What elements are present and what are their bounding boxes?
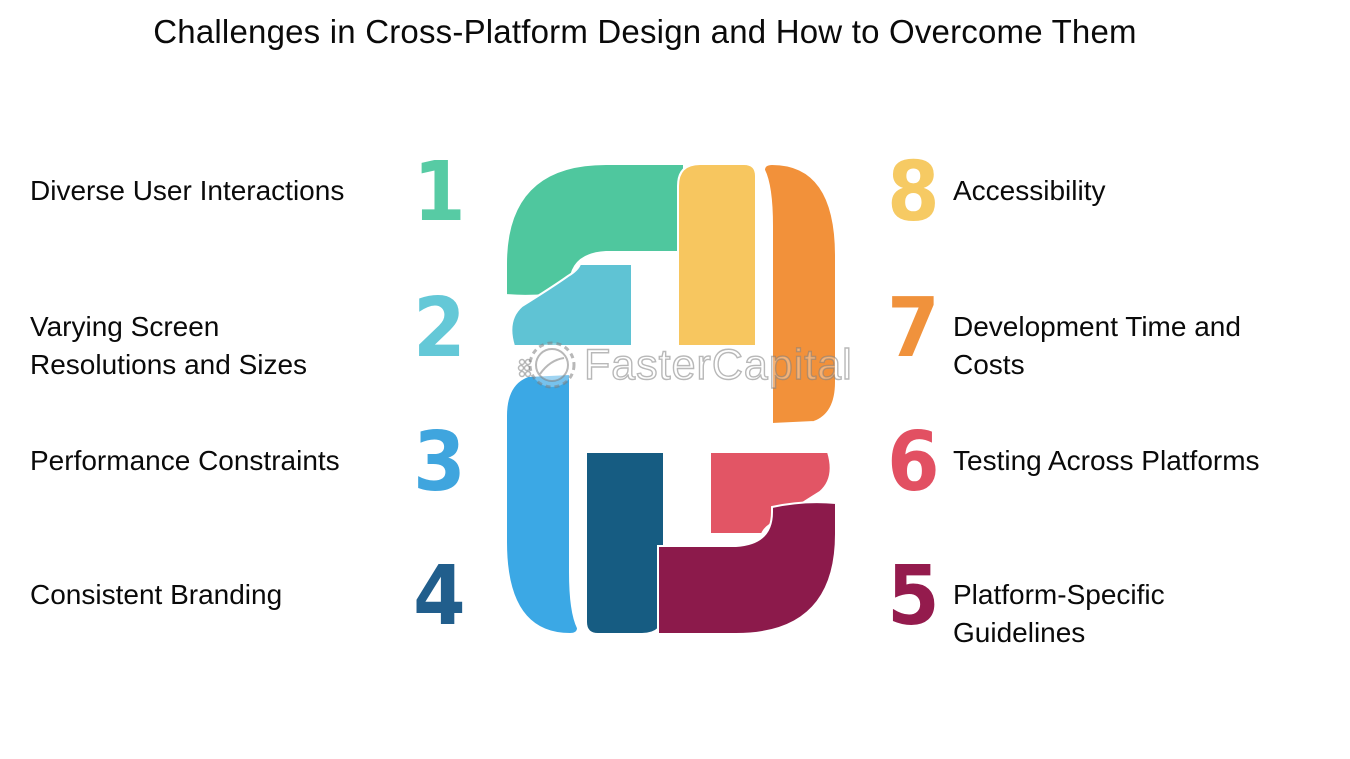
item-number: 1	[413, 145, 466, 240]
challenge-item-3: Performance Constraints 3	[30, 422, 468, 504]
item-number: 5	[887, 549, 940, 644]
item-label: Consistent Branding	[30, 579, 283, 610]
logo-piece-maroon	[657, 501, 836, 634]
logo-piece-sky	[506, 372, 580, 634]
challenge-item-6: 6 Testing Across Platforms	[885, 422, 1345, 504]
challenge-item-4: Consistent Branding 4	[30, 556, 468, 638]
logo-piece-navy	[585, 451, 665, 634]
item-number: 8	[887, 145, 940, 240]
item-number: 3	[413, 415, 466, 510]
page-title: Challenges in Cross-Platform Design and …	[153, 13, 1137, 50]
item-label: Platform-Specific Guidelines	[953, 579, 1165, 648]
item-label: Accessibility	[953, 175, 1106, 206]
challenge-item-5: 5 Platform-Specific Guidelines	[885, 556, 1345, 652]
item-number: 2	[413, 281, 466, 376]
item-number: 4	[413, 549, 466, 644]
challenge-item-7: 7 Development Time and Costs	[885, 288, 1345, 384]
challenge-item-2: Varying Screen Resolutions and Sizes 2	[30, 288, 468, 384]
cross-platform-logo	[506, 164, 836, 634]
challenge-item-8: 8 Accessibility	[885, 152, 1345, 234]
challenge-item-1: Diverse User Interactions 1	[30, 152, 468, 234]
item-number: 6	[887, 415, 940, 510]
logo-piece-yellow	[677, 164, 757, 347]
item-label: Testing Across Platforms	[953, 445, 1260, 476]
item-label: Varying Screen Resolutions and Sizes	[30, 311, 308, 380]
logo-piece-orange	[762, 164, 836, 426]
logo-piece-teal	[510, 263, 633, 347]
item-label: Performance Constraints	[30, 445, 340, 476]
item-label: Development Time and Costs	[953, 311, 1241, 380]
item-label: Diverse User Interactions	[30, 175, 345, 206]
item-number: 7	[887, 281, 940, 376]
